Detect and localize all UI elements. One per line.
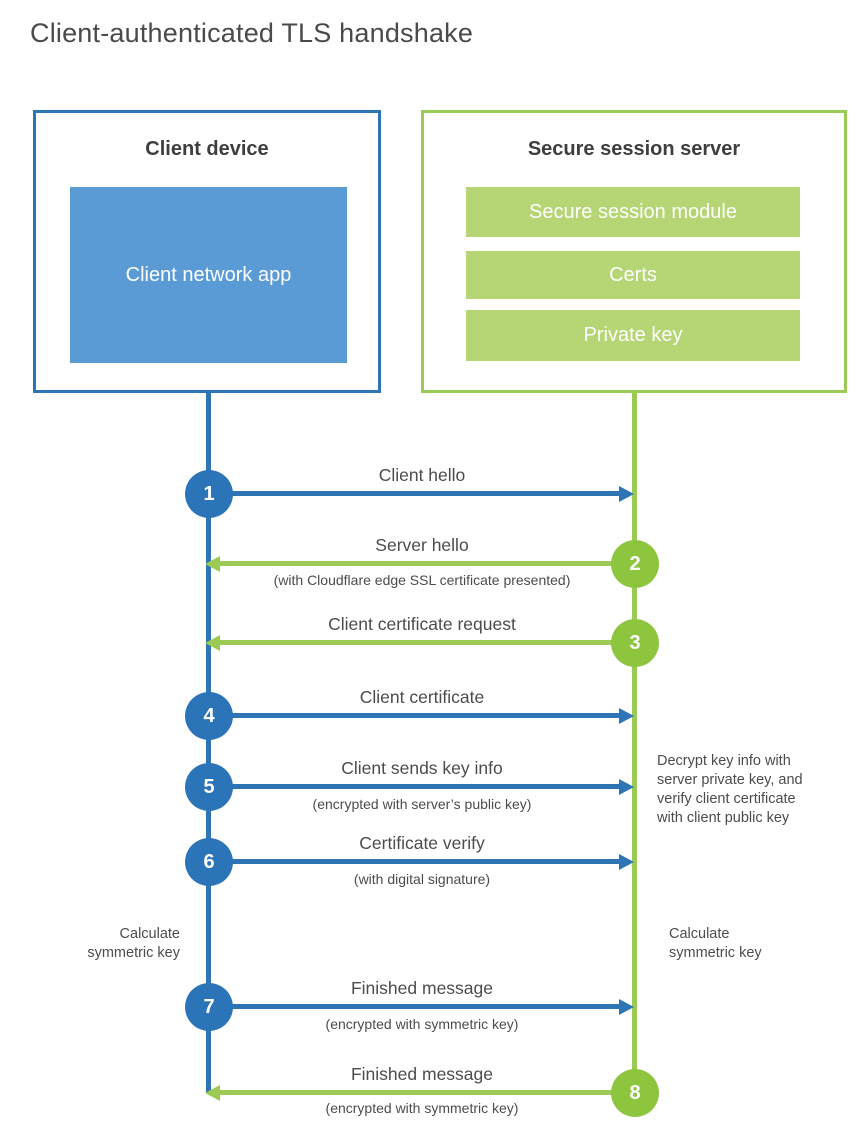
step-3-arrowhead-left-icon xyxy=(205,635,220,651)
step-5-sublabel: (encrypted with server’s public key) xyxy=(312,796,532,812)
server-module-certs: Certs xyxy=(466,251,800,299)
calculate-symmetric-key-note-server: Calculate symmetric key xyxy=(669,926,762,962)
client-device-title: Client device xyxy=(145,138,269,160)
step-4-arrow xyxy=(208,713,620,718)
server-module-label: Certs xyxy=(609,263,657,286)
step-5-arrowhead-right-icon xyxy=(619,779,634,795)
step-number: 5 xyxy=(203,775,215,798)
step-7-arrowhead-right-icon xyxy=(619,999,634,1015)
step-5-marker: 5 xyxy=(185,763,233,811)
step-number: 2 xyxy=(629,552,641,575)
server-module-label: Secure session module xyxy=(529,200,737,223)
step-1-marker: 1 xyxy=(185,470,233,518)
step-number: 6 xyxy=(203,850,215,873)
client-lifeline xyxy=(206,391,211,1093)
step-3-arrow xyxy=(220,640,634,645)
step-number: 1 xyxy=(203,482,215,505)
step-8-arrow xyxy=(220,1090,634,1095)
step-3-label: Client certificate request xyxy=(328,614,516,634)
step-2-label: Server hello xyxy=(375,535,469,555)
step-number: 3 xyxy=(629,631,641,654)
step-2-sublabel: (with Cloudflare edge SSL certificate pr… xyxy=(273,572,571,588)
step-4-arrowhead-right-icon xyxy=(619,708,634,724)
step-5-label: Client sends key info xyxy=(341,758,503,778)
step-7-label: Finished message xyxy=(350,978,494,998)
step-number: 4 xyxy=(203,704,215,727)
step-8-arrowhead-left-icon xyxy=(205,1085,220,1101)
server-module-label: Private key xyxy=(583,324,683,346)
step-8-label: Finished message xyxy=(350,1064,494,1084)
step-1-arrowhead-right-icon xyxy=(619,486,634,502)
step-6-marker: 6 xyxy=(185,838,233,886)
step-5-arrow xyxy=(208,784,620,789)
step-8-sublabel: (encrypted with symmetric key) xyxy=(325,1100,519,1116)
step-number: 8 xyxy=(629,1081,641,1104)
server-lifeline xyxy=(632,391,637,1070)
client-network-app-box: Client network app xyxy=(70,187,347,363)
step-1-arrow xyxy=(208,491,620,496)
step-6-arrowhead-right-icon xyxy=(619,854,634,870)
secure-session-server-title: Secure session server xyxy=(527,138,741,160)
step-7-marker: 7 xyxy=(185,983,233,1031)
server-module-private-key: Private key xyxy=(466,310,800,361)
step-3-marker: 3 xyxy=(611,619,659,667)
calculate-symmetric-key-note-client: Calculate symmetric key xyxy=(87,926,180,962)
step-number: 7 xyxy=(203,995,215,1018)
step-2-arrow xyxy=(220,561,634,566)
step-6-label: Certificate verify xyxy=(359,833,485,853)
step-2-marker: 2 xyxy=(611,540,659,588)
step-1-label: Client hello xyxy=(378,465,466,485)
client-network-app-label: Client network app xyxy=(125,264,292,286)
step-7-arrow xyxy=(208,1004,620,1009)
step-4-label: Client certificate xyxy=(359,687,485,707)
page-title: Client-authenticated TLS handshake xyxy=(30,18,474,48)
step-6-arrow xyxy=(208,859,620,864)
step-6-sublabel: (with digital signature) xyxy=(353,871,491,887)
step-7-sublabel: (encrypted with symmetric key) xyxy=(325,1016,519,1032)
step-8-marker: 8 xyxy=(611,1069,659,1117)
step-2-arrowhead-left-icon xyxy=(205,556,220,572)
step-4-marker: 4 xyxy=(185,692,233,740)
decrypt-key-note: Decrypt key info with server private key… xyxy=(657,753,803,827)
server-module-secure-session: Secure session module xyxy=(466,187,800,237)
